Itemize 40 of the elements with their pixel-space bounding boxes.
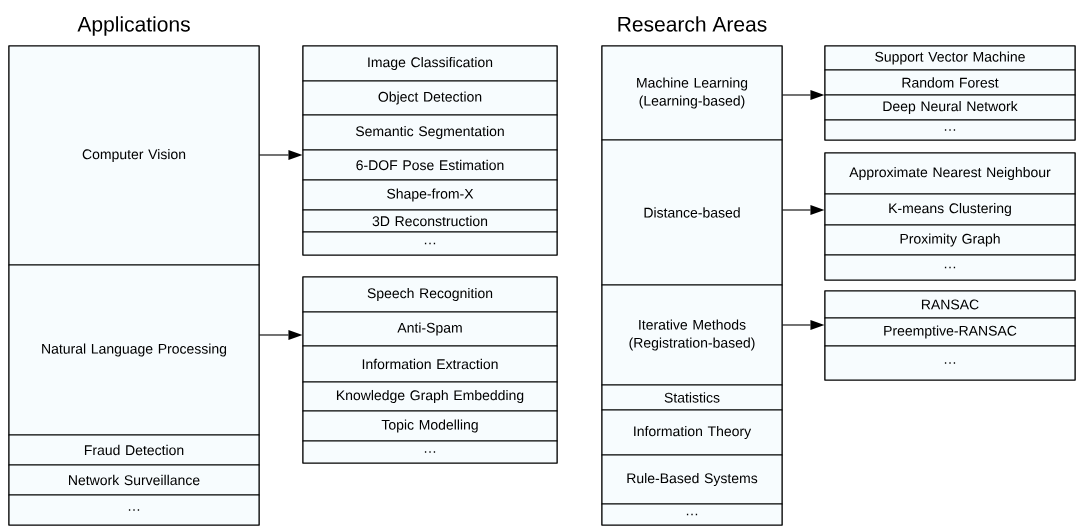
list-cell: Shape-from-X <box>302 179 558 211</box>
arrow <box>782 320 825 330</box>
list-cell: Image Classification <box>302 45 558 82</box>
list-cell: … <box>601 503 783 526</box>
list-cell: Machine Learning (Learning-based) <box>601 45 783 141</box>
arrow <box>259 330 303 340</box>
list-cell: Network Surveillance <box>8 464 260 496</box>
list-cell: RANSAC <box>824 290 1076 319</box>
list-cell: Approximate Nearest Neighbour <box>824 152 1076 195</box>
list-cell: … <box>824 345 1076 381</box>
list-cell: Statistics <box>601 384 783 411</box>
node-label: Applications <box>77 16 190 36</box>
list-cell: Random Forest <box>824 69 1076 96</box>
list-cell: … <box>302 440 558 464</box>
list-cell: 6-DOF Pose Estimation <box>302 149 558 181</box>
list-cell: 3D Reconstruction <box>302 209 558 233</box>
list-cell: Proximity Graph <box>824 224 1076 256</box>
list-cell: … <box>824 254 1076 281</box>
list-cell: Information Theory <box>601 409 783 456</box>
arrow <box>782 90 825 100</box>
list-cell: Information Extraction <box>302 345 558 383</box>
list-cell: Topic Modelling <box>302 410 558 442</box>
arrow <box>259 150 303 160</box>
list-cell: … <box>8 494 260 526</box>
list-cell: Distance-based <box>601 139 783 286</box>
list-cell: … <box>824 119 1076 141</box>
node-label: Research Areas <box>618 16 767 32</box>
list-cell: Fraud Detection <box>8 434 260 466</box>
list-cell: Speech Recognition <box>302 276 558 313</box>
list-cell: Computer Vision <box>8 45 260 266</box>
list-cell: Semantic Segmentation <box>302 114 558 151</box>
list-cell: Preemptive-RANSAC <box>824 317 1076 347</box>
list-cell: Anti-Spam <box>302 311 558 347</box>
arrow <box>782 205 825 215</box>
list-cell: Object Detection <box>302 80 558 116</box>
list-cell: Deep Neural Network <box>824 94 1076 121</box>
list-cell: K-means Clustering <box>824 193 1076 226</box>
list-cell: Support Vector Machine <box>824 45 1076 71</box>
list-cell: Knowledge Graph Embedding <box>302 381 558 412</box>
list-cell: … <box>302 231 558 256</box>
